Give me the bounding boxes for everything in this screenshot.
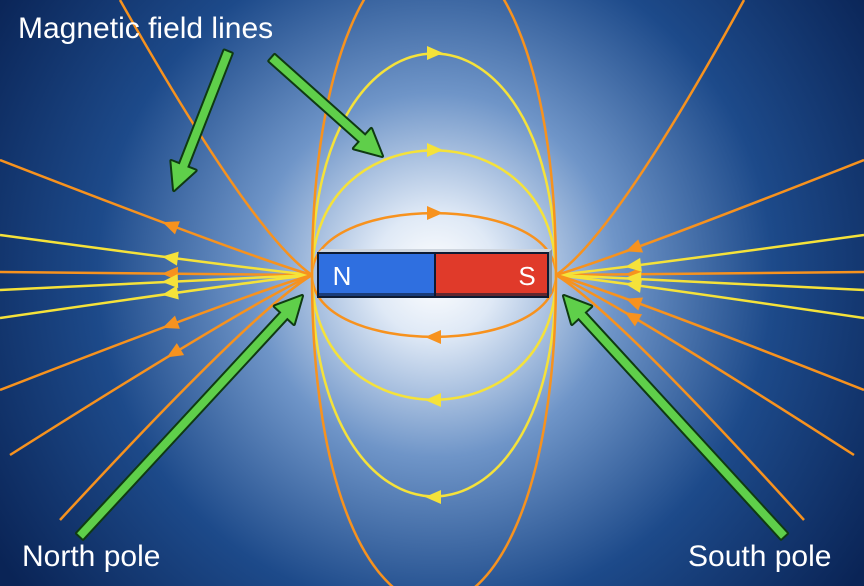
field-ray-right-5	[555, 158, 864, 277]
south-pole-block	[434, 252, 549, 298]
field-loop-arrow-bottom-3	[425, 490, 441, 504]
field-ray-left-5	[0, 158, 313, 277]
field-loop-arrow-top-3	[427, 46, 443, 60]
field-ray-arrow-left-3	[161, 251, 179, 266]
north-pole-block	[317, 252, 436, 298]
field-ray-arrow-right-3	[625, 257, 642, 272]
south-pole-letter: S	[518, 261, 535, 291]
field-ray-arrow-right-5	[625, 239, 644, 253]
pointer-north-pole	[75, 294, 304, 541]
field-ray-arrow-right-7	[624, 312, 643, 327]
magnet-bottom-shadow	[318, 293, 548, 297]
field-ray-right-3	[555, 233, 864, 277]
field-ray-right-9	[555, 0, 746, 277]
field-ray-left-3	[0, 233, 313, 277]
field-ray-arrow-left-5	[162, 221, 180, 235]
field-loop-arrow-top-1	[427, 206, 443, 220]
field-arrows	[161, 46, 644, 504]
field-ray-arrow-left-4	[161, 285, 179, 300]
field-ray-left-7	[9, 273, 313, 457]
field-ray-arrow-right-6	[625, 297, 644, 311]
field-lines-label: Magnetic field lines	[18, 12, 274, 45]
field-ray-left-6	[0, 273, 313, 392]
field-ray-right-8	[555, 273, 805, 521]
field-ray-right-2	[555, 273, 864, 292]
field-ray-left-4	[0, 273, 313, 320]
field-ray-right-6	[555, 273, 864, 392]
field-ray-left-8	[59, 273, 313, 521]
pointer-arrows	[75, 48, 789, 541]
pointer-field-lines-left	[169, 48, 234, 193]
north-pole-letter: N	[333, 261, 352, 291]
field-ray-left-9	[118, 0, 313, 277]
field-loop-arrow-bottom-1	[425, 330, 441, 344]
field-ray-arrow-left-2	[161, 274, 179, 289]
field-ray-left-2	[0, 273, 313, 292]
field-ray-arrow-left-7	[166, 343, 185, 358]
pointer-south-pole	[561, 294, 789, 541]
field-ray-right-4	[555, 273, 864, 320]
north-pole-label: North pole	[22, 540, 161, 573]
field-loop-arrow-top-2	[427, 143, 443, 157]
bar-magnet: N S	[317, 249, 552, 298]
field-loop-arrow-bottom-2	[425, 393, 441, 407]
field-ray-arrow-left-6	[162, 315, 180, 329]
field-loop-bottom-4	[310, 274, 558, 586]
pointer-field-lines-center	[267, 53, 384, 158]
field-ray-arrow-right-4	[625, 278, 642, 293]
field-ray-right-7	[555, 273, 855, 457]
south-pole-label: South pole	[688, 540, 832, 573]
